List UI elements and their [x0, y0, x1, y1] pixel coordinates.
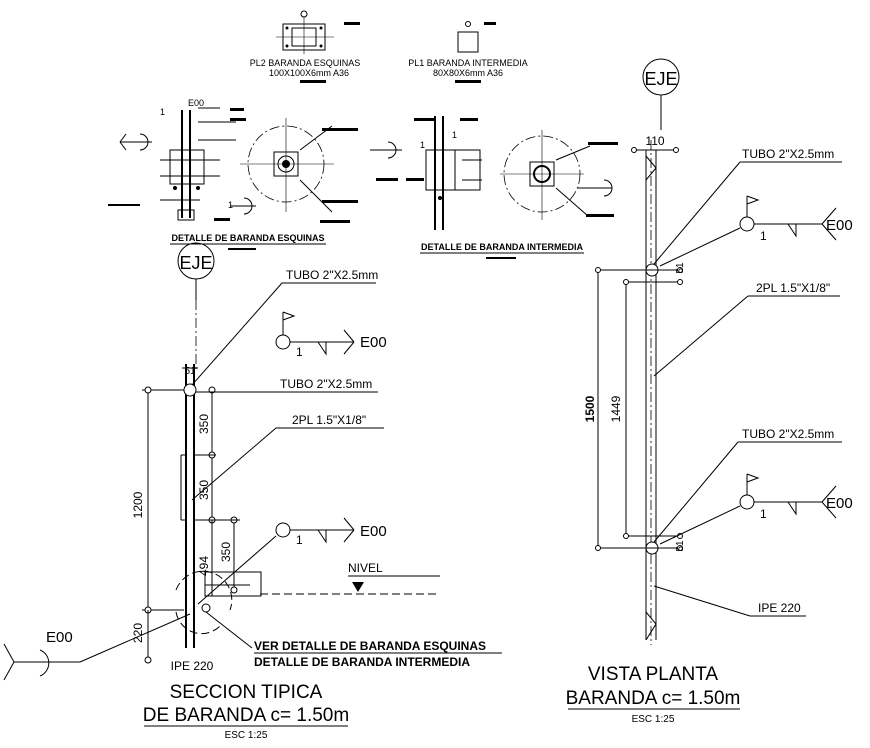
- plan-dims: [595, 267, 629, 551]
- plan-title-line2: BARANDA c= 1.50m: [566, 688, 741, 709]
- section-dim-350c-text: 350: [219, 542, 233, 562]
- detail-right-num-a: 1: [420, 140, 425, 150]
- plan-weld-e00-upper: E00: [826, 217, 853, 234]
- section-title-line1: SECCION TIPICA: [170, 682, 323, 703]
- section-weld-e00-bottom: E00: [46, 629, 73, 646]
- plan-title-line1: VISTA PLANTA: [588, 664, 719, 685]
- plan-scale: ESC 1:25: [632, 714, 675, 725]
- plan-tubes: [598, 263, 683, 555]
- pl1-label: PL1 BARANDA INTERMEDIA: [408, 58, 528, 68]
- section-weld-e00-upper: E00: [360, 334, 387, 351]
- pl2-redacted-mark: [300, 80, 326, 83]
- plan-weld-symbol-upper: [659, 195, 837, 267]
- section-weld-e00-lower: E00: [360, 523, 387, 540]
- section-axis-label: EJE: [179, 253, 212, 273]
- section-inner-dims: [182, 367, 240, 596]
- plan-plate-label: 2PL 1.5"X1/8": [756, 281, 830, 295]
- plan-tube-bot-label: TUBO 2"X2.5mm: [742, 427, 834, 441]
- plate-pl2-detail: [276, 10, 360, 54]
- section-dim-220-text: 220: [131, 623, 145, 643]
- section-profile-label: IPE 220: [171, 659, 214, 673]
- section-dim-1200: [142, 386, 184, 664]
- pl1-redacted-mark: [455, 80, 481, 83]
- section-weld-num-upper: 1: [296, 345, 303, 359]
- detail-right-scale-mark: [486, 257, 516, 259]
- detail-left-e00: E00: [188, 98, 204, 108]
- detail-intermediate-connection: 1 1: [370, 116, 618, 230]
- section-weld-symbol-upper: [275, 311, 355, 356]
- plan-profile-label: IPE 220: [758, 601, 801, 615]
- detail-right-title: DETALLE DE BARANDA INTERMEDIA: [421, 242, 583, 252]
- plan-axis-label: EJE: [644, 69, 677, 89]
- section-axis-marker: [177, 242, 215, 300]
- plan-weld-num-lower: 1: [760, 507, 767, 521]
- section-dim-51-text: 51: [184, 366, 196, 377]
- plan-dim-1500-text: 1500: [583, 395, 597, 422]
- plate-pl1-detail: [457, 21, 496, 53]
- plan-beam-ipe220: [631, 140, 679, 645]
- section-nivel-marker: [348, 575, 440, 592]
- plan-leaders: [653, 161, 842, 617]
- detail-corner-connection: E00 1 1: [108, 98, 358, 223]
- section-ref-line1: VER DETALLE DE BARANDA ESQUINAS: [254, 639, 486, 653]
- plan-tube-top-label: TUBO 2"X2.5mm: [742, 147, 834, 161]
- section-scale: ESC 1:25: [225, 730, 268, 741]
- plan-dim-1449-text: 1449: [609, 395, 623, 422]
- plan-weld-symbol-lower: [659, 473, 837, 545]
- detail-left-num-a: 1: [160, 107, 165, 117]
- pl2-label: PL2 BARANDA ESQUINAS: [250, 58, 361, 68]
- detail-left-num-b: 1: [228, 200, 233, 210]
- section-ref-line2: DETALLE DE BARANDA INTERMEDIA: [254, 655, 470, 669]
- section-leaders: [191, 282, 384, 605]
- section-weld-num-lower: 1: [296, 533, 303, 547]
- section-tube-mid-label: TUBO 2"X2.5mm: [280, 377, 372, 391]
- section-dim-350a-text: 350: [197, 414, 211, 434]
- section-ref-leader: [205, 611, 253, 649]
- section-dim-494-text: 494: [197, 556, 211, 576]
- plan-dim-51-top-text: 51: [675, 262, 686, 274]
- plan-dim-110-text: 110: [645, 134, 664, 148]
- detail-left-scale-mark: [228, 248, 256, 250]
- section-dim-1200-text: 1200: [131, 491, 145, 518]
- section-weld-symbol-bottom: [3, 613, 191, 681]
- pl1-spec: 80X80X6mm A36: [433, 68, 503, 78]
- detail-right-num-b: 1: [452, 130, 457, 140]
- plan-dim-51-bot-text: 51: [675, 540, 686, 552]
- section-nivel-label: NIVEL: [348, 561, 383, 575]
- plan-axis-marker: [642, 58, 680, 130]
- section-title-line2: DE BARANDA c= 1.50m: [143, 705, 349, 726]
- section-plate-label: 2PL 1.5"X1/8": [292, 413, 366, 427]
- plan-weld-num-upper: 1: [760, 229, 767, 243]
- section-tube-top-label: TUBO 2"X2.5mm: [286, 268, 378, 282]
- section-post: [175, 300, 440, 648]
- pl2-spec: 100X100X6mm A36: [269, 68, 349, 78]
- section-weld-symbol-lower: [275, 517, 355, 544]
- detail-left-title: DETALLE DE BARANDA ESQUINAS: [171, 233, 324, 243]
- plan-weld-e00-lower: E00: [826, 495, 853, 512]
